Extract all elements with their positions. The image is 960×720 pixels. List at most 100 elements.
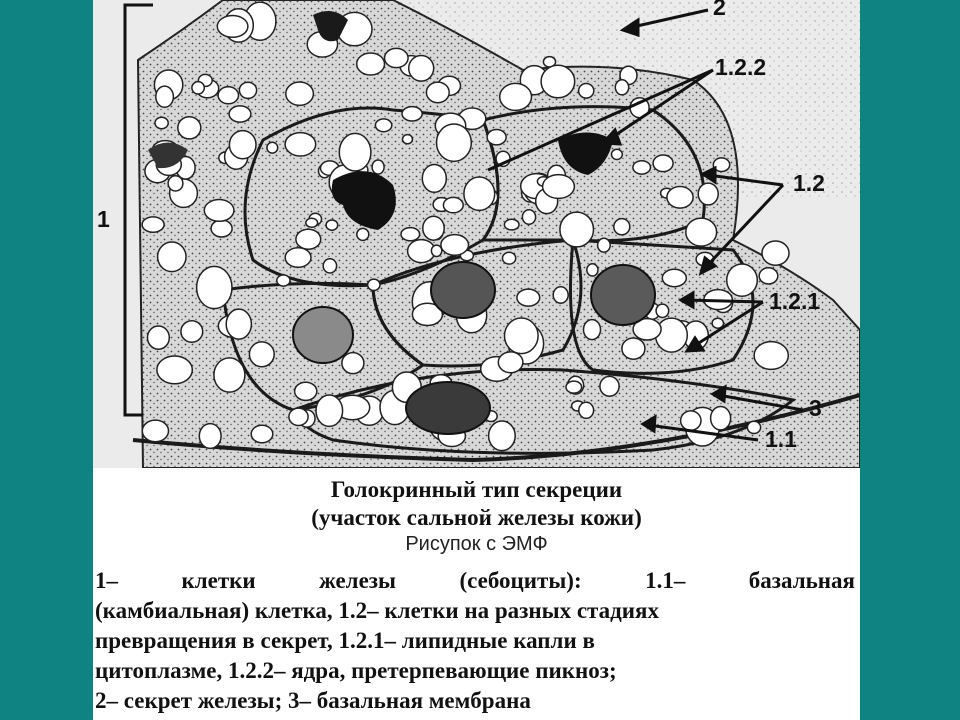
pointer-arrows [487, 8, 804, 442]
lipid-droplet [284, 246, 312, 269]
legend-line-5: 2– секрет железы; 3– базальная мембрана [95, 688, 531, 713]
lipid-droplet [654, 317, 689, 353]
label-1-1: 1.1 [765, 426, 797, 452]
lipid-droplet [497, 351, 524, 374]
lipid-droplet [228, 129, 257, 160]
lipid-droplet [541, 173, 576, 200]
lipid-droplet [697, 182, 719, 206]
legend-line-2: (камбиальная) клетка, 1.2– клетки на раз… [95, 598, 659, 623]
lipid-droplet [440, 233, 470, 256]
lipid-droplet [632, 317, 662, 341]
lipid-droplet [486, 128, 507, 146]
lipid-droplet [383, 47, 409, 69]
lipid-droplet [401, 105, 423, 122]
lipid-droplet [559, 211, 595, 248]
cell-nucleus [430, 261, 496, 319]
label-1: 1 [97, 206, 110, 232]
lipid-droplet [709, 405, 732, 431]
lipid-droplet [141, 216, 165, 234]
lipid-droplet [540, 64, 576, 99]
lipid-droplet [753, 340, 790, 371]
cell-nucleus [590, 264, 656, 326]
lipid-droplet [498, 82, 533, 112]
lipid-droplet [191, 80, 206, 95]
lipid-droplet [238, 81, 258, 100]
lipid-droplet [155, 85, 175, 109]
lipid-droplet [596, 237, 611, 253]
cell-nucleus [292, 306, 354, 364]
lipid-droplet [503, 218, 520, 231]
legend-line-1: 1– клетки железы (себоциты): 1.1– базаль… [95, 568, 855, 593]
lipid-droplet [655, 303, 670, 319]
label-2: 2 [713, 0, 726, 20]
lipid-droplet [167, 175, 184, 192]
lipid-droplet [400, 226, 421, 242]
slide: 2 1.2.2 1.2 1 1.2.1 3 1.1 Голокринный ти… [93, 0, 860, 720]
lipid-droplet [180, 320, 204, 343]
lipid-droplet [356, 227, 370, 242]
lipid-droplet [288, 407, 309, 427]
lipid-droplet [146, 325, 171, 350]
lipid-droplet [565, 380, 583, 394]
lipid-droplet [341, 351, 365, 375]
lipid-droplet [141, 419, 170, 443]
lipid-droplet [666, 185, 694, 209]
lipid-droplet [521, 208, 537, 226]
caption-subtitle: Рисупок с ЭМФ [405, 533, 548, 555]
caption-title-line-1: Голокринный тип секреции [330, 477, 623, 502]
lipid-droplet [685, 217, 718, 247]
lipid-droplet [225, 308, 253, 340]
lipid-droplet [586, 263, 599, 277]
lipid-droplet [366, 278, 381, 292]
caption-title-line-2: (участок сальной железы кожи) [311, 505, 642, 530]
lipid-droplet [661, 268, 688, 288]
micrograph-drawing [123, 0, 860, 468]
figure-legend: 1– клетки железы (себоциты): 1.1– базаль… [95, 566, 855, 716]
pyknotic-nucleus [148, 142, 188, 169]
lipid-droplet [435, 123, 473, 163]
lipid-droplet [632, 159, 652, 175]
lipid-droplet [248, 341, 275, 368]
lipid-droplet [746, 420, 762, 435]
lipid-droplet [217, 86, 240, 105]
lipid-droplet [599, 375, 620, 397]
lipid-droplet [156, 355, 194, 385]
lipid-droplet [284, 131, 317, 157]
lipid-droplet [228, 105, 252, 123]
pyknotic-nucleus [331, 171, 396, 230]
lipid-droplet [198, 422, 222, 450]
lipid-droplet [266, 141, 279, 154]
bracket-1 [123, 3, 153, 417]
lipid-droplet [421, 163, 448, 194]
lipid-droplet [285, 81, 315, 107]
lipid-droplet [487, 420, 516, 452]
sebaceous-gland-figure: 2 1.2.2 1.2 1 1.2.1 3 1.1 [93, 0, 860, 468]
lipid-droplet [154, 116, 169, 130]
lipid-droplet [276, 274, 291, 287]
lipid-droplet [503, 317, 539, 355]
lipid-droplet [325, 219, 339, 231]
label-3: 3 [809, 395, 822, 421]
label-1-2-2: 1.2.2 [715, 54, 767, 80]
lipid-droplet [295, 228, 322, 250]
legend-line-4: цитоплазме, 1.2.2– ядра, претерпевающие … [95, 658, 617, 683]
lipid-droplet [430, 244, 443, 258]
lipid-droplet [582, 318, 602, 341]
lipid-droplet [250, 424, 274, 444]
lipid-droplet [371, 159, 385, 175]
lipid-droplet [293, 381, 318, 402]
lipid-droplet [213, 357, 246, 393]
lipid-droplet [577, 82, 595, 99]
figure-caption: Голокринный тип секреции (участок сально… [93, 476, 860, 556]
lipid-droplet [322, 258, 338, 274]
lipid-droplet [425, 81, 450, 104]
lipid-droplet [679, 410, 702, 432]
lipid-droplet [177, 115, 202, 140]
lipid-droplet [374, 118, 393, 133]
lipid-droplet [712, 157, 731, 173]
lipid-droplet [338, 132, 372, 172]
pyknotic-nucleus [558, 132, 613, 175]
lipid-droplet [411, 302, 444, 327]
lipid-droplet [422, 215, 445, 241]
lipid-droplet [621, 337, 646, 360]
